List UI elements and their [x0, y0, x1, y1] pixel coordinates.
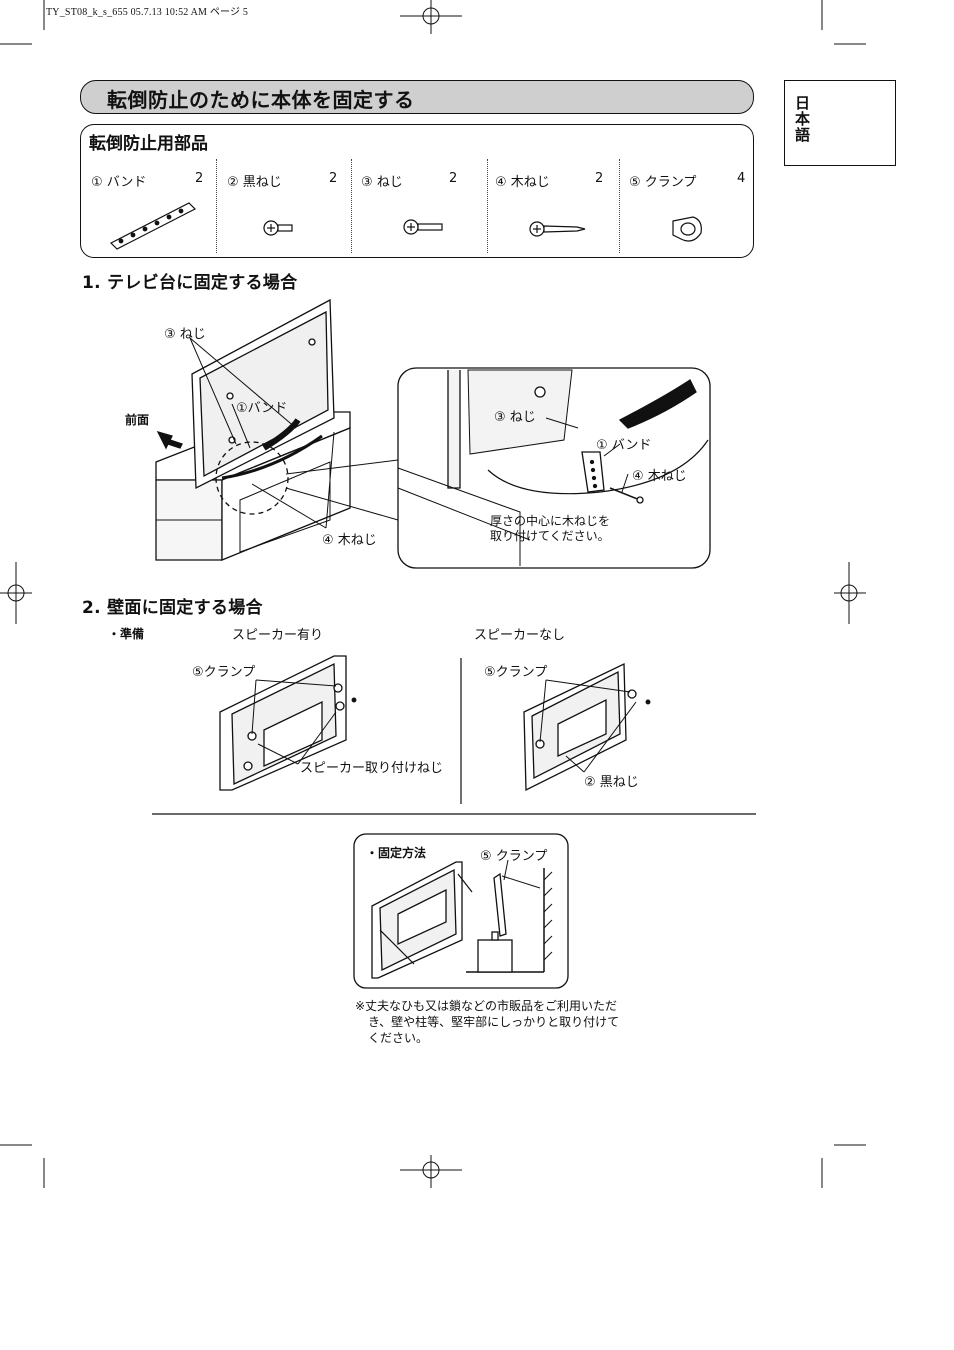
footnote-line2: き、壁や柱等、堅牢部にしっかりと取り付けて: [368, 1015, 620, 1029]
section2-heading: 2. 壁面に固定する場合: [82, 598, 263, 618]
clamp-callout-left: ⑤クランプ: [192, 665, 256, 680]
fix-method-label: ・固定方法: [366, 846, 427, 860]
parts-box: 転倒防止用部品 ① バンド 2 ② 黒ねじ 2 ③ ねじ 2 ④ 木ねじ 2 ⑤…: [80, 124, 754, 258]
with-speaker-label: スピーカー有り: [232, 628, 324, 643]
callout-screw: ③ ねじ: [164, 327, 206, 342]
part-qty: 4: [737, 171, 746, 186]
band-icon: [109, 202, 197, 250]
part-item-black-screw: ② 黒ねじ 2: [227, 171, 337, 190]
part-qty: 2: [329, 171, 338, 186]
speaker-screw-callout: スピーカー取り付けねじ: [300, 761, 444, 776]
section1-heading: 1. テレビ台に固定する場合: [82, 273, 298, 293]
front-label: 前面: [125, 413, 150, 427]
zoom-callout-wood-screw: ④ 木ねじ: [632, 469, 687, 484]
language-tab-label: 日本語: [793, 95, 811, 143]
part-item-screw: ③ ねじ 2: [361, 171, 457, 190]
prep-label: ・準備: [108, 627, 145, 641]
file-header: TY_ST08_k_s_655 05.7.13 10:52 AM ページ 5: [46, 7, 249, 18]
clamp-fix-callout: ⑤ クランプ: [480, 849, 548, 864]
part-qty: 2: [595, 171, 604, 186]
zoom-callout-band: ① バンド: [596, 438, 652, 453]
footnote-line1: ※丈夫なひも又は鎖などの市販品をご利用いただ: [355, 999, 618, 1013]
page-title-bar: 転倒防止のために本体を固定する: [80, 80, 754, 114]
parts-icons: [109, 202, 702, 250]
part-label: ④ 木ねじ: [495, 175, 550, 190]
screw-icon: [403, 219, 443, 235]
part-label: ② 黒ねじ: [227, 175, 282, 190]
divider: [619, 159, 620, 253]
part-label: ⑤ クランプ: [629, 175, 697, 190]
callout-band: ①バンド: [236, 401, 288, 416]
part-qty: 2: [195, 171, 204, 186]
without-speaker-label: スピーカーなし: [474, 628, 566, 643]
part-item-clamp: ⑤ クランプ 4: [629, 171, 745, 190]
wood-screw-icon: [529, 221, 586, 237]
footnote-line3: ください。: [368, 1031, 429, 1045]
clamp-icon: [672, 216, 702, 242]
black-screw-callout: ② 黒ねじ: [584, 775, 639, 790]
language-tab: 日本語: [784, 80, 896, 166]
parts-title: 転倒防止用部品: [89, 134, 208, 154]
clamp-callout-right: ⑤クランプ: [484, 665, 548, 680]
part-item-band: ① バンド 2: [91, 171, 203, 190]
divider: [487, 159, 488, 253]
zoom-note-line2: 取り付けてください。: [490, 529, 610, 543]
divider: [351, 159, 352, 253]
zoom-note-line1: 厚さの中心に木ねじを: [490, 514, 611, 528]
part-item-wood-screw: ④ 木ねじ 2: [495, 171, 603, 190]
zoom-callout-screw: ③ ねじ: [494, 410, 536, 425]
callout-wood-screw: ④ 木ねじ: [322, 533, 377, 548]
divider: [216, 159, 217, 253]
part-qty: 2: [449, 171, 458, 186]
page-title: 転倒防止のために本体を固定する: [107, 88, 415, 112]
part-label: ① バンド: [91, 175, 147, 190]
part-label: ③ ねじ: [361, 175, 403, 190]
black-screw-icon: [263, 220, 293, 236]
